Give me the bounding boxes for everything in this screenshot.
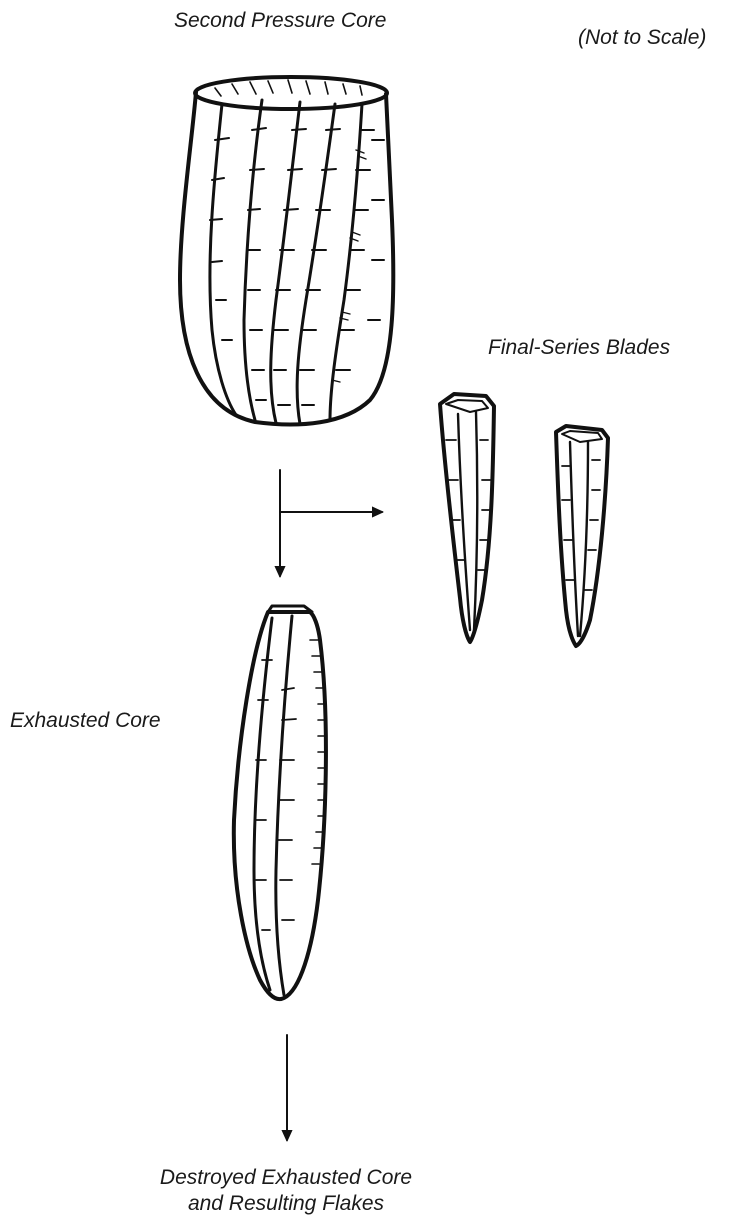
exhausted-core-ridges	[254, 616, 292, 995]
second-core-ridge-2	[244, 100, 262, 420]
blade-2-ridges	[570, 442, 588, 636]
blade-1-platform	[446, 400, 488, 412]
second-core-outline	[180, 92, 393, 424]
second-core-ridge-3	[271, 102, 300, 423]
final-series-blade-2	[556, 426, 608, 646]
second-core-platform	[195, 77, 387, 109]
blade-2-hatching	[562, 460, 600, 590]
exhausted-core-drawing	[234, 606, 326, 999]
second-pressure-core-drawing	[180, 77, 393, 424]
final-series-blade-1	[440, 394, 494, 642]
blade-2-platform	[562, 431, 602, 442]
second-core-ridge-4	[297, 104, 335, 424]
second-core-ridge-5	[330, 104, 362, 420]
platform-hatch	[215, 80, 362, 96]
second-core-ridge-1	[210, 104, 236, 415]
exhausted-core-outline	[234, 612, 326, 999]
